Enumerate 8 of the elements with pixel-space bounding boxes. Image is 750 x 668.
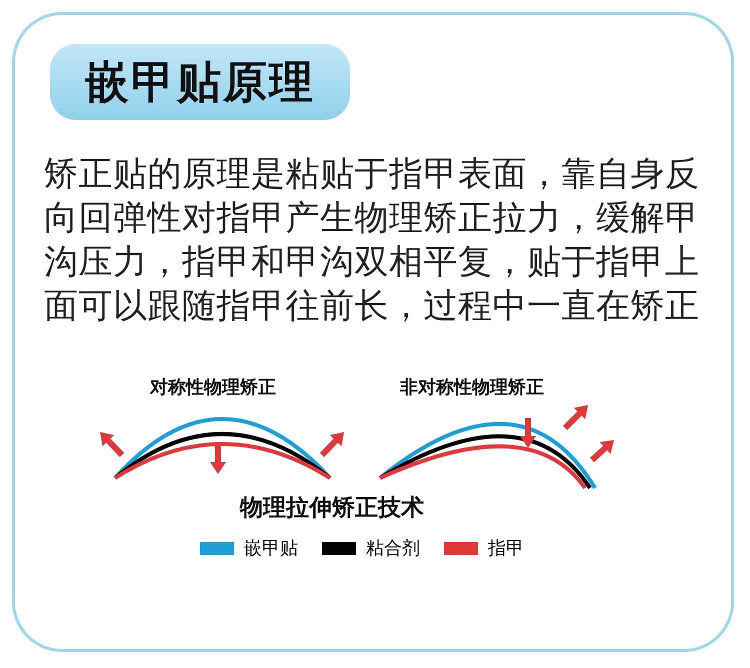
description-paragraph: 矫正贴的原理是粘贴于指甲表面，靠自身反向回弹性对指甲产生物理矫正拉力，缓解甲沟压力，指甲和甲沟双相平复，贴于指甲上面可以跟随指甲往前长，过程中一直在矫正	[44, 153, 700, 328]
legend-label: 嵌甲贴	[244, 537, 298, 560]
title-banner: 嵌甲贴原理	[50, 44, 350, 120]
diagram-caption: 对称性物理矫正	[150, 376, 276, 399]
legend-label: 粘合剂	[366, 537, 420, 560]
legend-label: 指甲	[488, 537, 524, 560]
diagram-heading: 物理拉伸矫正技术	[240, 494, 424, 523]
diagram-caption: 非对称性物理矫正	[400, 376, 544, 399]
